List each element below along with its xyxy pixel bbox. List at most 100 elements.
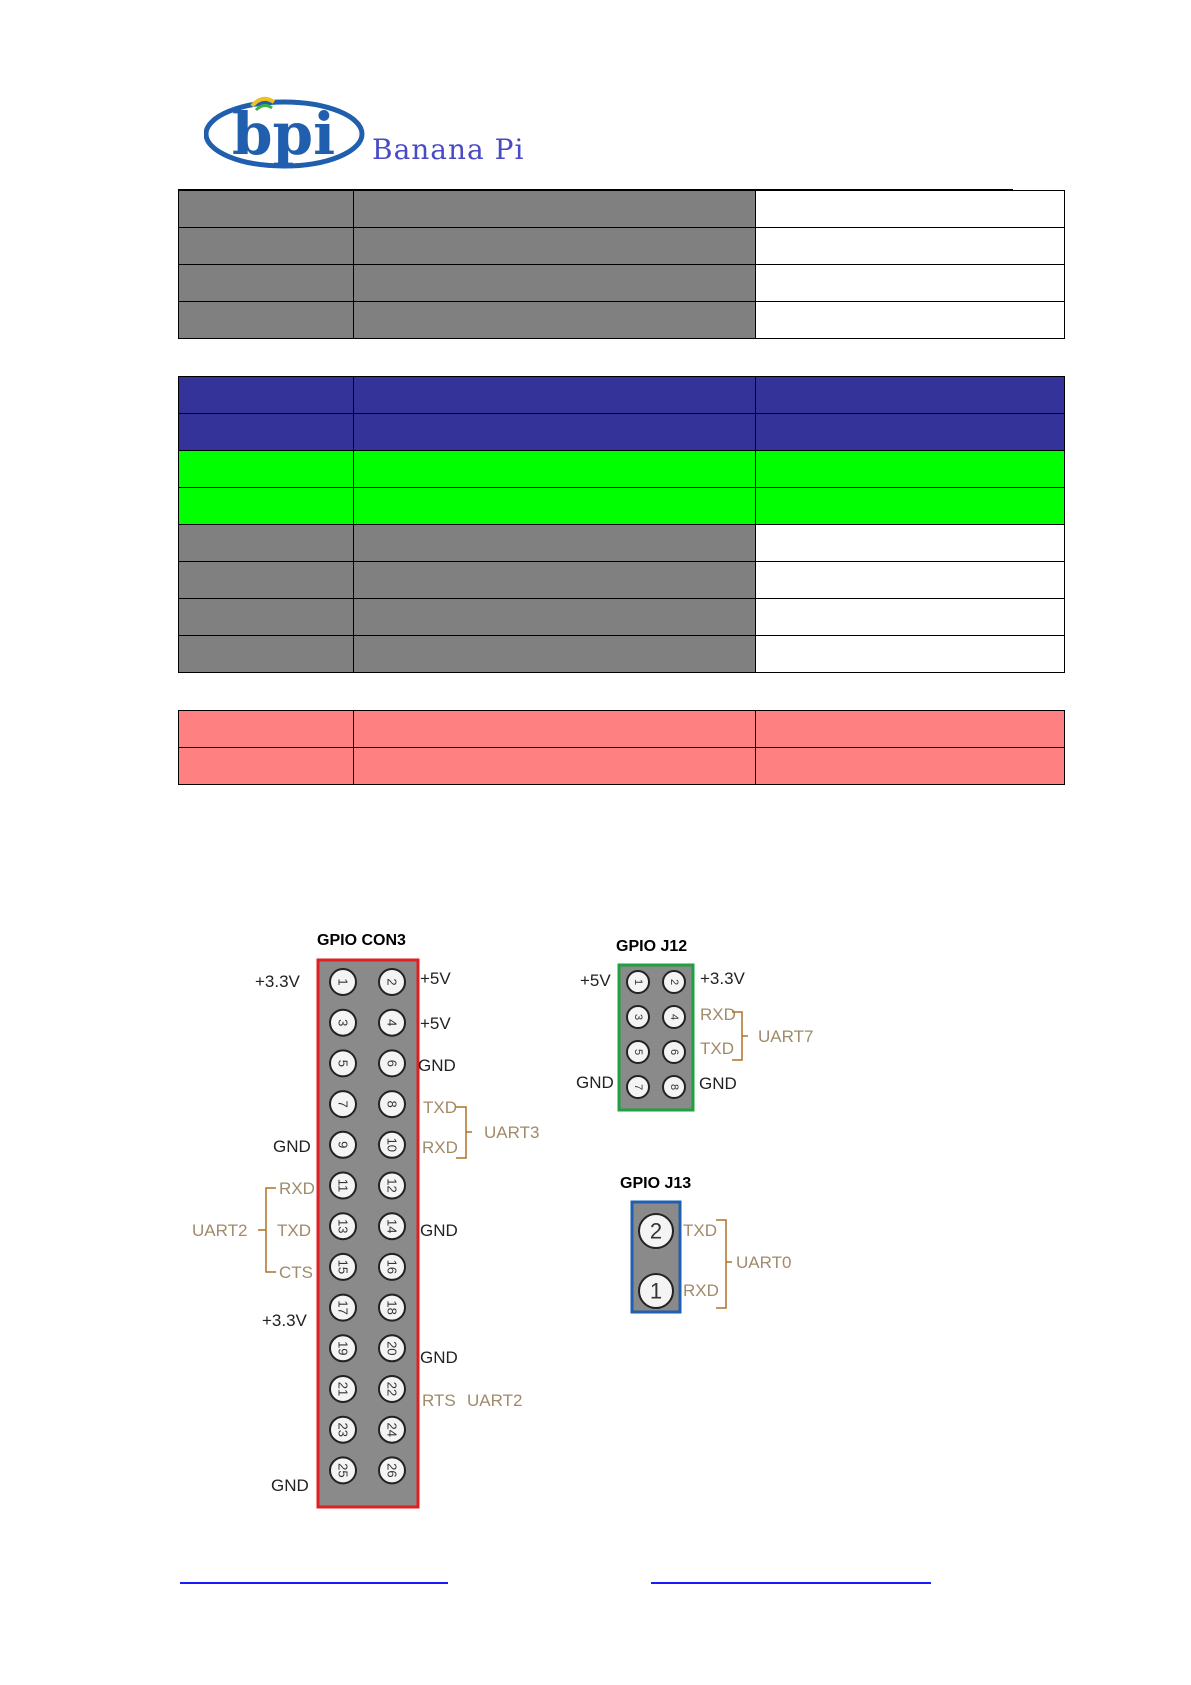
- svg-text:19: 19: [336, 1341, 351, 1355]
- con3-left-group: UART2: [192, 1221, 247, 1240]
- uart2-left-bracket: [258, 1187, 276, 1273]
- uart0-bracket: [716, 1219, 732, 1309]
- con3-pin-2: 2: [378, 968, 406, 996]
- banana-pi-logo: bpi: [204, 96, 365, 169]
- j12-pin-2: 2: [662, 970, 686, 994]
- table-cell: [353, 561, 756, 599]
- pin-table-3: [178, 710, 1065, 785]
- svg-text:10: 10: [385, 1138, 400, 1152]
- con3-pin-18: 18: [378, 1293, 406, 1322]
- con3-pin-23: 23: [329, 1415, 357, 1444]
- table-cell: [353, 227, 756, 265]
- con3-label-10: RXD: [422, 1138, 458, 1157]
- svg-text:17: 17: [336, 1300, 351, 1314]
- con3-pin-7: 7: [329, 1090, 357, 1119]
- footer-link-left[interactable]: [180, 1582, 448, 1584]
- table-cell: [353, 264, 756, 302]
- svg-text:18: 18: [385, 1300, 400, 1314]
- svg-text:6: 6: [385, 1060, 400, 1067]
- svg-text:25: 25: [336, 1463, 351, 1477]
- svg-text:6: 6: [668, 1049, 680, 1055]
- svg-text:8: 8: [668, 1084, 680, 1090]
- svg-text:5: 5: [336, 1060, 351, 1067]
- pin-table-2: [178, 376, 1065, 673]
- table-row: [178, 376, 1065, 414]
- svg-text:21: 21: [336, 1382, 351, 1396]
- j12-label-8: GND: [699, 1074, 737, 1093]
- table-cell: [178, 413, 354, 451]
- svg-text:5: 5: [632, 1049, 644, 1055]
- con3-pin-14: 14: [378, 1212, 406, 1241]
- gpio-pinout-diagram: GPIO CON3 135791113151719212325246810121…: [192, 932, 813, 1509]
- svg-text:1: 1: [336, 978, 351, 985]
- svg-text:7: 7: [336, 1100, 351, 1107]
- table-cell: [178, 524, 354, 562]
- j12-pin-3: 3: [626, 1005, 650, 1029]
- table-cell: [353, 487, 756, 525]
- svg-text:8: 8: [385, 1100, 400, 1107]
- svg-text:2: 2: [650, 1219, 662, 1244]
- con3-label-13: TXD: [277, 1221, 311, 1240]
- table-cell: [353, 190, 756, 228]
- table-cell: [353, 413, 756, 451]
- table-cell: [755, 747, 1065, 785]
- table-cell: [178, 376, 354, 414]
- con3-pin-6: 6: [378, 1049, 406, 1078]
- svg-text:13: 13: [336, 1219, 351, 1233]
- con3-pin-26: 26: [378, 1456, 406, 1485]
- table-row: [178, 524, 1065, 562]
- table-row: [178, 710, 1065, 748]
- con3-label-2: +5V: [420, 969, 451, 988]
- con3-pin-21: 21: [329, 1375, 357, 1403]
- table-cell: [178, 450, 354, 488]
- table-cell: [178, 264, 354, 302]
- con3-pin-16: 16: [378, 1252, 406, 1281]
- svg-text:3: 3: [336, 1019, 351, 1026]
- svg-text:1: 1: [632, 979, 644, 985]
- con3-pin-13: 13: [329, 1212, 357, 1241]
- svg-text:4: 4: [668, 1014, 680, 1020]
- j13-title: GPIO J13: [620, 1175, 691, 1192]
- con3-pin-11: 11: [329, 1171, 357, 1200]
- svg-text:7: 7: [632, 1084, 644, 1090]
- table-row: [178, 561, 1065, 599]
- con3-pin-5: 5: [329, 1049, 357, 1078]
- table-row: [178, 301, 1065, 339]
- con3-label-25: GND: [271, 1476, 309, 1495]
- table-cell: [755, 450, 1065, 488]
- con3-label-9: GND: [273, 1137, 311, 1156]
- table-cell: [353, 635, 756, 673]
- table-row: [178, 598, 1065, 636]
- j13-group: UART0: [736, 1253, 791, 1272]
- svg-text:3: 3: [632, 1014, 644, 1020]
- table-cell: [755, 376, 1065, 414]
- con3-label-8: TXD: [423, 1098, 457, 1117]
- table-cell: [178, 561, 354, 599]
- table-cell: [353, 450, 756, 488]
- table-cell: [353, 710, 756, 748]
- con3-pin-9: 9: [329, 1130, 357, 1159]
- j12-pin-5: 5: [626, 1040, 650, 1064]
- j12-label-1: +5V: [580, 971, 611, 990]
- table-cell: [755, 561, 1065, 599]
- con3-right-group-b: UART2: [467, 1391, 522, 1410]
- table-cell: [178, 710, 354, 748]
- j12-label-2: +3.3V: [700, 969, 746, 988]
- table-cell: [353, 376, 756, 414]
- table-cell: [755, 487, 1065, 525]
- svg-text:9: 9: [336, 1141, 351, 1148]
- j12-title: GPIO J12: [616, 938, 687, 955]
- con3-pin-17: 17: [329, 1293, 357, 1322]
- svg-text:14: 14: [385, 1219, 400, 1233]
- j13-pin-2: 2: [638, 1213, 674, 1249]
- con3-label-22: RTS: [422, 1391, 456, 1410]
- table-row: [178, 190, 1065, 228]
- table-cell: [353, 747, 756, 785]
- footer-link-right[interactable]: [651, 1582, 931, 1584]
- svg-text:15: 15: [336, 1260, 351, 1274]
- pin-table-1: [178, 190, 1065, 339]
- table-cell: [178, 747, 354, 785]
- table-cell: [178, 227, 354, 265]
- con3-label-20: GND: [420, 1348, 458, 1367]
- con3-pin-1: 1: [329, 968, 357, 996]
